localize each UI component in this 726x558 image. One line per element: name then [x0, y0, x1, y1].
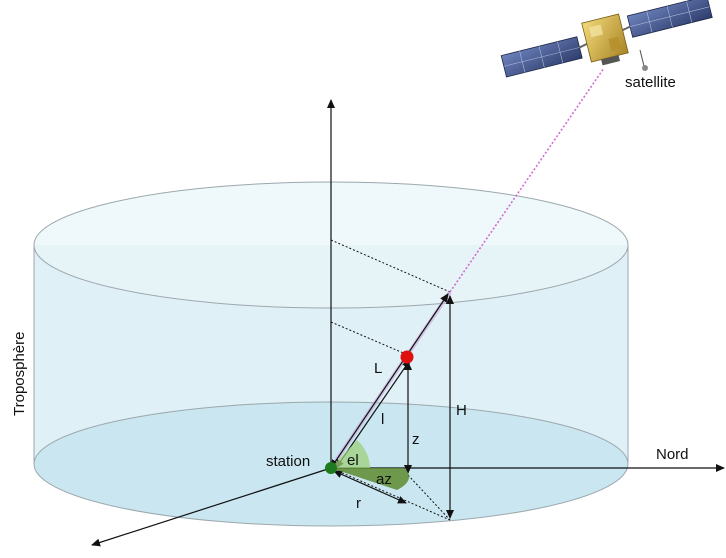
slant-L-label: L	[374, 360, 382, 377]
height-z-label: z	[412, 431, 420, 448]
station-label: station	[266, 453, 310, 470]
east-axis	[91, 467, 332, 547]
north-label: Nord	[656, 446, 689, 463]
satellite-label: satellite	[625, 74, 676, 91]
radius-r-label: r	[356, 495, 361, 512]
elevation-angle	[331, 440, 370, 468]
elevation-label: el	[347, 452, 359, 469]
troposphere-label: Troposphère	[11, 332, 28, 417]
radial-r-arrow	[333, 470, 407, 504]
height-H-label: H	[456, 402, 467, 419]
azimuth-angle	[331, 468, 410, 490]
station-point	[325, 462, 337, 474]
satellite-icon	[500, 0, 713, 78]
signal-path	[449, 67, 605, 293]
azimuth-label: az	[376, 471, 392, 488]
pierce-point	[400, 350, 414, 364]
slant-l-label: l	[381, 411, 384, 428]
